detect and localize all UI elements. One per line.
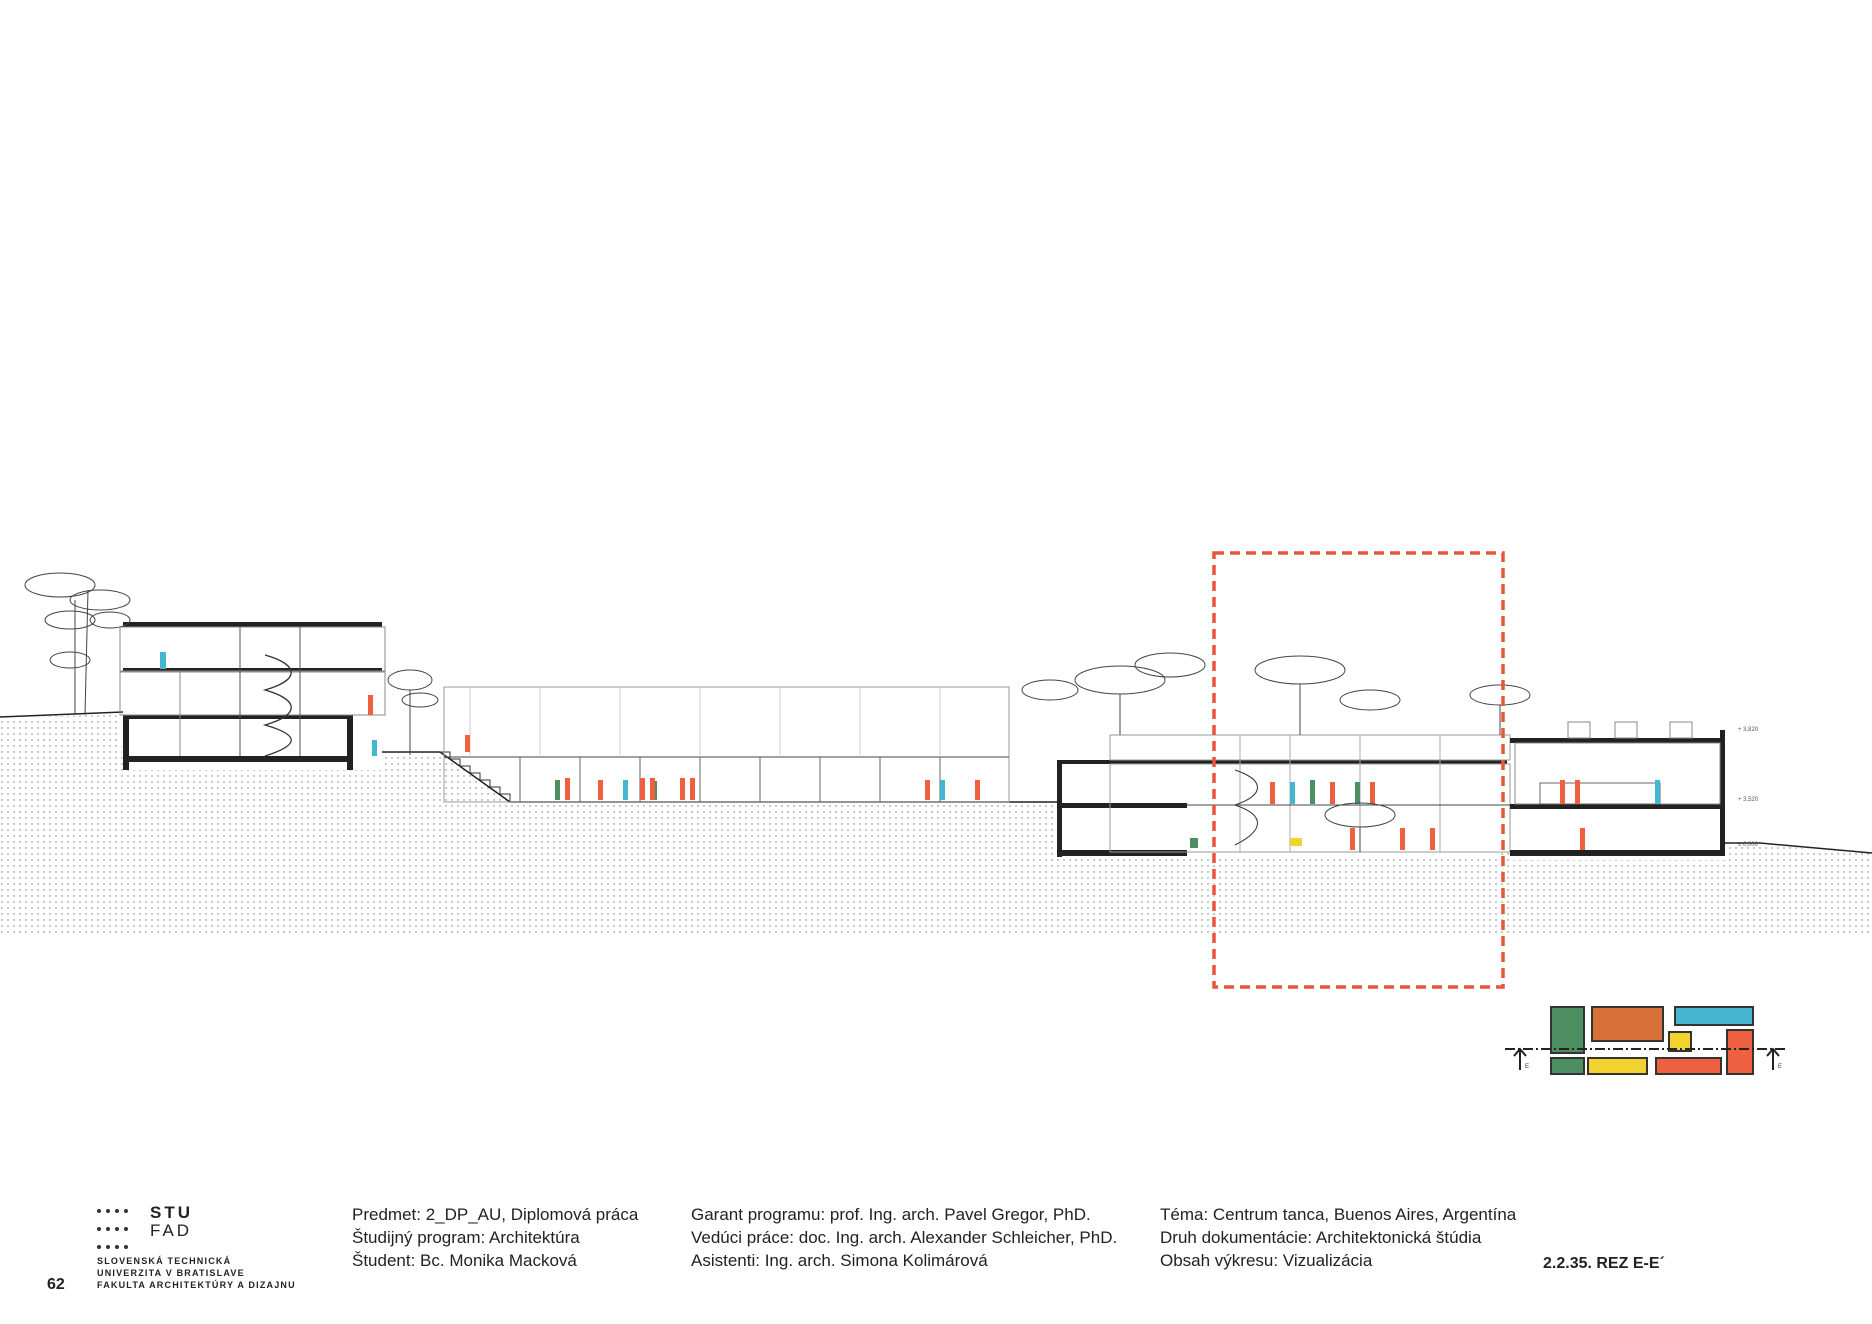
left-building [119, 622, 386, 770]
trees-right [1021, 652, 1531, 852]
info-column-topic: Téma: Centrum tanca, Buenos Aires, Argen… [1160, 1203, 1516, 1272]
page-number: 62 [47, 1276, 65, 1293]
middle-hall [443, 686, 1010, 803]
key-block-red-tall [1726, 1029, 1754, 1075]
section-marker-right: E [1778, 1064, 1782, 1070]
info-line: Vedúci práce: doc. Ing. arch. Alexander … [691, 1228, 1118, 1247]
section-arrow-right-icon [1766, 1047, 1780, 1070]
key-block-cyan [1674, 1006, 1754, 1026]
info-column-supervisors: Garant programu: prof. Ing. arch. Pavel … [691, 1203, 1117, 1272]
key-plan: E E [1505, 1006, 1785, 1075]
stairs [440, 751, 511, 801]
section-arrow-left-icon [1513, 1047, 1527, 1070]
spiral-stair-right [1233, 769, 1258, 846]
key-block-yellow-small [1668, 1031, 1692, 1052]
key-block-orange [1591, 1006, 1664, 1042]
highlight-frame [1212, 551, 1505, 989]
info-line: Študijný program: Architektúra [352, 1228, 580, 1247]
ground-hatch [0, 715, 1872, 937]
info-line: Predmet: 2_DP_AU, Diplomová práca [352, 1205, 639, 1224]
info-line: Obsah výkresu: Vizualizácia [1160, 1251, 1373, 1270]
section-marker-left: E [1525, 1064, 1529, 1070]
key-block-yellow [1587, 1057, 1648, 1075]
university-name: SLOVENSKÁ TECHNICKÁ UNIVERZITA V BRATISL… [97, 1255, 296, 1291]
info-line: Druh dokumentácie: Architektonická štúdi… [1160, 1228, 1482, 1247]
university-line: SLOVENSKÁ TECHNICKÁ [97, 1256, 232, 1266]
key-block-red [1655, 1057, 1722, 1075]
dancers-right [1190, 780, 1435, 850]
dancers [465, 735, 980, 800]
logo-dots [97, 1207, 145, 1261]
info-line: Téma: Centrum tanca, Buenos Aires, Argen… [1160, 1205, 1517, 1224]
tree-small [387, 669, 439, 755]
university-line: UNIVERZITA V BRATISLAVE [97, 1268, 245, 1278]
far-right-building: + 3,820 + 3,520 ± 0,000 [1510, 721, 1759, 856]
tree-left [24, 572, 131, 716]
logo-fad: FAD [150, 1221, 193, 1240]
info-line: Asistenti: Ing. arch. Simona Kolimárová [691, 1251, 988, 1270]
info-line: Študent: Bc. Monika Macková [352, 1251, 577, 1270]
university-line: FAKULTA ARCHITEKTÚRY A DIZAJNU [97, 1280, 296, 1290]
logo-stu: STU [150, 1203, 193, 1222]
level-label: ± 0,000 [1738, 842, 1759, 848]
spiral-stair [262, 654, 292, 757]
right-building [1057, 734, 1511, 857]
level-label: + 3,820 [1738, 727, 1759, 733]
info-line: Garant programu: prof. Ing. arch. Pavel … [691, 1205, 1091, 1224]
sheet-title: 2.2.35. REZ E-E´ [1543, 1255, 1665, 1272]
info-column-subject: Predmet: 2_DP_AU, Diplomová práca Študij… [352, 1203, 638, 1272]
key-block-green-lower [1550, 1057, 1585, 1075]
level-label: + 3,520 [1738, 797, 1759, 803]
key-block-green [1550, 1006, 1585, 1054]
